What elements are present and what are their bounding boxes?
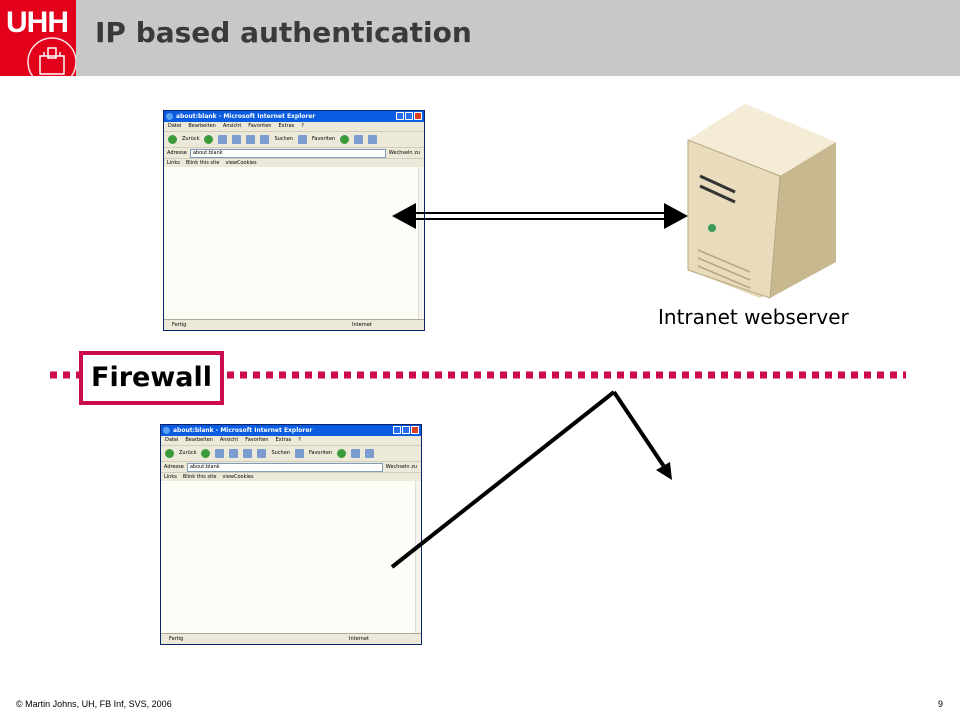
menu-item[interactable]: Datei bbox=[168, 123, 182, 129]
page-number: 9 bbox=[938, 699, 944, 709]
menu-item[interactable]: Extras bbox=[278, 123, 295, 129]
address-input[interactable]: about:blank bbox=[189, 148, 386, 158]
page-content[interactable] bbox=[161, 481, 421, 634]
address-bar: Adresse about:blank Wechseln zu bbox=[164, 148, 424, 159]
bidirectional-arrow bbox=[392, 203, 688, 229]
search-icon[interactable] bbox=[257, 449, 267, 458]
favorites-icon[interactable] bbox=[294, 449, 304, 458]
search-button-label[interactable]: Suchen bbox=[274, 136, 293, 142]
link-item[interactable]: viewCookies bbox=[222, 474, 254, 480]
home-icon[interactable] bbox=[243, 449, 253, 458]
go-button[interactable]: Wechseln zu bbox=[388, 150, 420, 156]
minimize-icon[interactable] bbox=[396, 112, 404, 120]
maximize-icon[interactable] bbox=[402, 426, 410, 434]
home-icon[interactable] bbox=[246, 135, 256, 144]
menu-bar: Datei Bearbeiten Ansicht Favoriten Extra… bbox=[164, 122, 424, 132]
refresh-icon[interactable] bbox=[229, 449, 239, 458]
status-bar: Fertig Internet bbox=[161, 633, 421, 644]
window-title: about:blank - Microsoft Internet Explore… bbox=[176, 113, 316, 120]
maximize-icon[interactable] bbox=[405, 112, 413, 120]
mail-icon[interactable] bbox=[354, 135, 364, 144]
scrollbar[interactable] bbox=[418, 167, 424, 320]
page-title: IP based authentication bbox=[95, 16, 472, 49]
zone-text: Internet bbox=[352, 322, 372, 328]
browser-window-external[interactable]: about:blank - Microsoft Internet Explore… bbox=[160, 424, 422, 645]
links-label: Links bbox=[164, 474, 177, 480]
minimize-icon[interactable] bbox=[393, 426, 401, 434]
window-controls[interactable] bbox=[393, 426, 419, 434]
browser-window-intranet[interactable]: about:blank - Microsoft Internet Explore… bbox=[163, 110, 425, 331]
header-band: UHH IP based authentication bbox=[0, 0, 960, 76]
go-button[interactable]: Wechseln zu bbox=[385, 464, 417, 470]
menu-item[interactable]: Extras bbox=[275, 437, 292, 443]
ie-icon bbox=[163, 427, 170, 434]
status-bar: Fertig Internet bbox=[164, 319, 424, 330]
footer-copyright: © Martin Johns, UH, FB Inf, SVS, 2006 bbox=[16, 699, 172, 709]
menu-item[interactable]: ? bbox=[301, 123, 304, 129]
menu-item[interactable]: Favoriten bbox=[245, 437, 269, 443]
back-icon[interactable] bbox=[165, 449, 174, 458]
favorites-icon[interactable] bbox=[297, 135, 307, 144]
ie-icon bbox=[166, 113, 173, 120]
print-icon[interactable] bbox=[365, 449, 375, 458]
firewall-label: Firewall bbox=[91, 362, 212, 393]
history-icon[interactable] bbox=[337, 449, 347, 458]
forward-icon[interactable] bbox=[201, 449, 211, 458]
zone-text: Internet bbox=[349, 636, 369, 642]
forward-icon[interactable] bbox=[204, 135, 214, 144]
page-content[interactable] bbox=[164, 167, 424, 320]
scrollbar[interactable] bbox=[415, 481, 421, 634]
window-titlebar[interactable]: about:blank - Microsoft Internet Explore… bbox=[161, 425, 421, 436]
status-text: Fertig bbox=[172, 322, 187, 328]
menu-item[interactable]: Ansicht bbox=[222, 123, 242, 129]
links-label: Links bbox=[167, 160, 180, 166]
hamburg-seal-icon bbox=[27, 37, 76, 76]
firewall-box: Firewall bbox=[79, 351, 224, 405]
uhh-logo: UHH bbox=[0, 0, 76, 76]
mail-icon[interactable] bbox=[351, 449, 361, 458]
menu-item[interactable]: Bearbeiten bbox=[188, 123, 216, 129]
back-button-label[interactable]: Zurück bbox=[179, 450, 197, 456]
menu-item[interactable]: Favoriten bbox=[248, 123, 272, 129]
request-path-arrow bbox=[390, 390, 672, 569]
refresh-icon[interactable] bbox=[232, 135, 242, 144]
search-button-label[interactable]: Suchen bbox=[271, 450, 290, 456]
link-item[interactable]: viewCookies bbox=[225, 160, 257, 166]
menu-item[interactable]: ? bbox=[298, 437, 301, 443]
menu-item[interactable]: Ansicht bbox=[219, 437, 239, 443]
menu-bar: Datei Bearbeiten Ansicht Favoriten Extra… bbox=[161, 436, 421, 446]
toolbar: Zurück Suchen Favoriten bbox=[161, 446, 421, 462]
link-item[interactable]: Blink this site bbox=[182, 474, 217, 480]
history-icon[interactable] bbox=[340, 135, 350, 144]
window-controls[interactable] bbox=[396, 112, 422, 120]
stop-icon[interactable] bbox=[218, 135, 228, 144]
server-label: Intranet webserver bbox=[658, 305, 849, 329]
print-icon[interactable] bbox=[368, 135, 378, 144]
address-input[interactable]: about:blank bbox=[186, 462, 383, 472]
window-titlebar[interactable]: about:blank - Microsoft Internet Explore… bbox=[164, 111, 424, 122]
menu-item[interactable]: Datei bbox=[165, 437, 179, 443]
favorites-button-label[interactable]: Favoriten bbox=[311, 136, 336, 142]
status-text: Fertig bbox=[169, 636, 184, 642]
toolbar: Zurück Suchen Favoriten bbox=[164, 132, 424, 148]
address-bar: Adresse about:blank Wechseln zu bbox=[161, 462, 421, 473]
window-title: about:blank - Microsoft Internet Explore… bbox=[173, 427, 313, 434]
close-icon[interactable] bbox=[414, 112, 422, 120]
search-icon[interactable] bbox=[260, 135, 270, 144]
server-icon bbox=[687, 104, 836, 299]
logo-text: UHH bbox=[6, 6, 69, 39]
back-icon[interactable] bbox=[168, 135, 177, 144]
link-item[interactable]: Blink this site bbox=[185, 160, 220, 166]
close-icon[interactable] bbox=[411, 426, 419, 434]
address-label: Adresse bbox=[167, 150, 187, 156]
address-label: Adresse bbox=[164, 464, 184, 470]
back-button-label[interactable]: Zurück bbox=[182, 136, 200, 142]
stop-icon[interactable] bbox=[215, 449, 225, 458]
menu-item[interactable]: Bearbeiten bbox=[185, 437, 213, 443]
favorites-button-label[interactable]: Favoriten bbox=[308, 450, 333, 456]
